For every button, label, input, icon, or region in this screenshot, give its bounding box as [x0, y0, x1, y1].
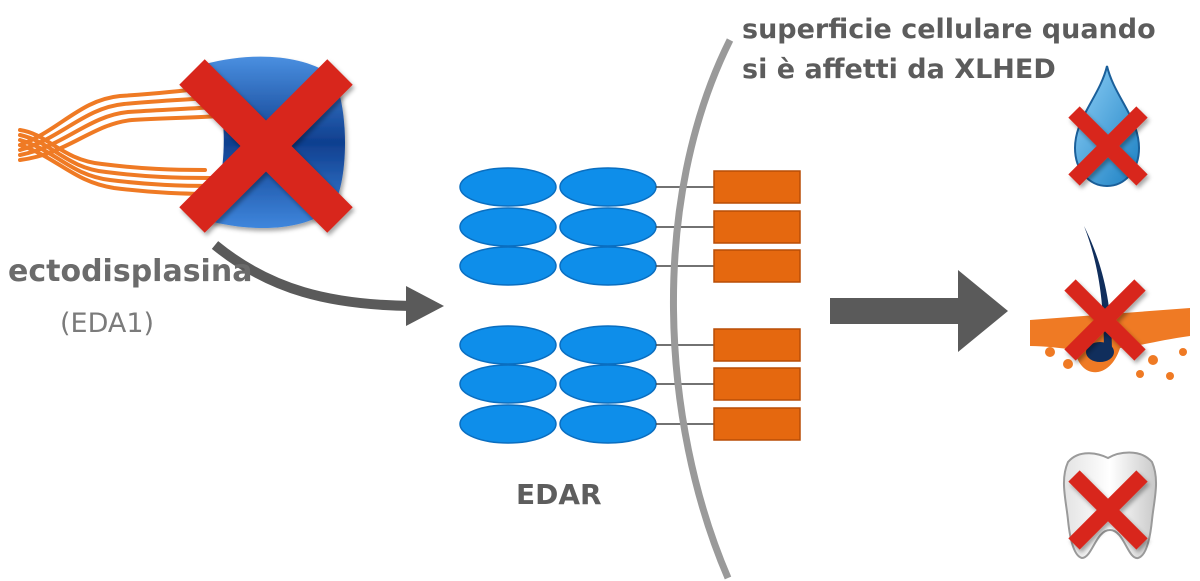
ectodisplasina-molecule: [18, 56, 353, 233]
ligand-abbreviation-label: (EDA1): [60, 308, 155, 339]
tooth-icon: [1062, 451, 1158, 560]
ligand-blocked-cross-icon: [179, 59, 353, 233]
receptor-name-label: EDAR: [516, 478, 602, 511]
receptor-domain: [559, 404, 657, 444]
receptor-domain: [559, 207, 657, 247]
receptor-domain: [559, 325, 657, 365]
receptor-intracellular-domain: [713, 407, 801, 441]
receptor-domain: [459, 207, 557, 247]
membrane-caption-line-2: si è affetti da XLHED: [742, 54, 1056, 85]
receptor-intracellular-domain: [713, 170, 801, 204]
receptor-domain: [459, 325, 557, 365]
right-arrow-icon: [830, 270, 1008, 352]
receptor-domain: [459, 246, 557, 286]
hair-blocked-cross-icon: [1064, 279, 1146, 361]
receptor-domain: [459, 404, 557, 444]
ligand-name-label: ectodisplasina: [8, 254, 253, 289]
sweat-drop-icon: [1068, 65, 1148, 188]
receptor-intracellular-domain: [713, 249, 801, 283]
sweat-blocked-cross-icon: [1068, 106, 1148, 186]
tooth-blocked-cross-icon: [1068, 470, 1148, 550]
receptor-domain: [559, 364, 657, 404]
receptor-intracellular-domain: [713, 328, 801, 362]
membrane-caption-line-1: superficie cellulare quando: [742, 14, 1156, 45]
cell-membrane: [670, 38, 734, 580]
receptor-domain: [459, 364, 557, 404]
curved-arrow-icon: [211, 241, 444, 326]
edar-receptor-cluster: [459, 167, 801, 444]
receptor-intracellular-domain: [713, 210, 801, 244]
ligand-strands: [18, 86, 222, 196]
receptor-domain: [559, 246, 657, 286]
receptor-intracellular-domain: [713, 367, 801, 401]
membrane-caption: superficie cellulare quando si è affetti…: [742, 10, 1156, 90]
receptor-domain: [459, 167, 557, 207]
hair-follicle-icon: [1030, 226, 1190, 380]
receptor-domain: [559, 167, 657, 207]
